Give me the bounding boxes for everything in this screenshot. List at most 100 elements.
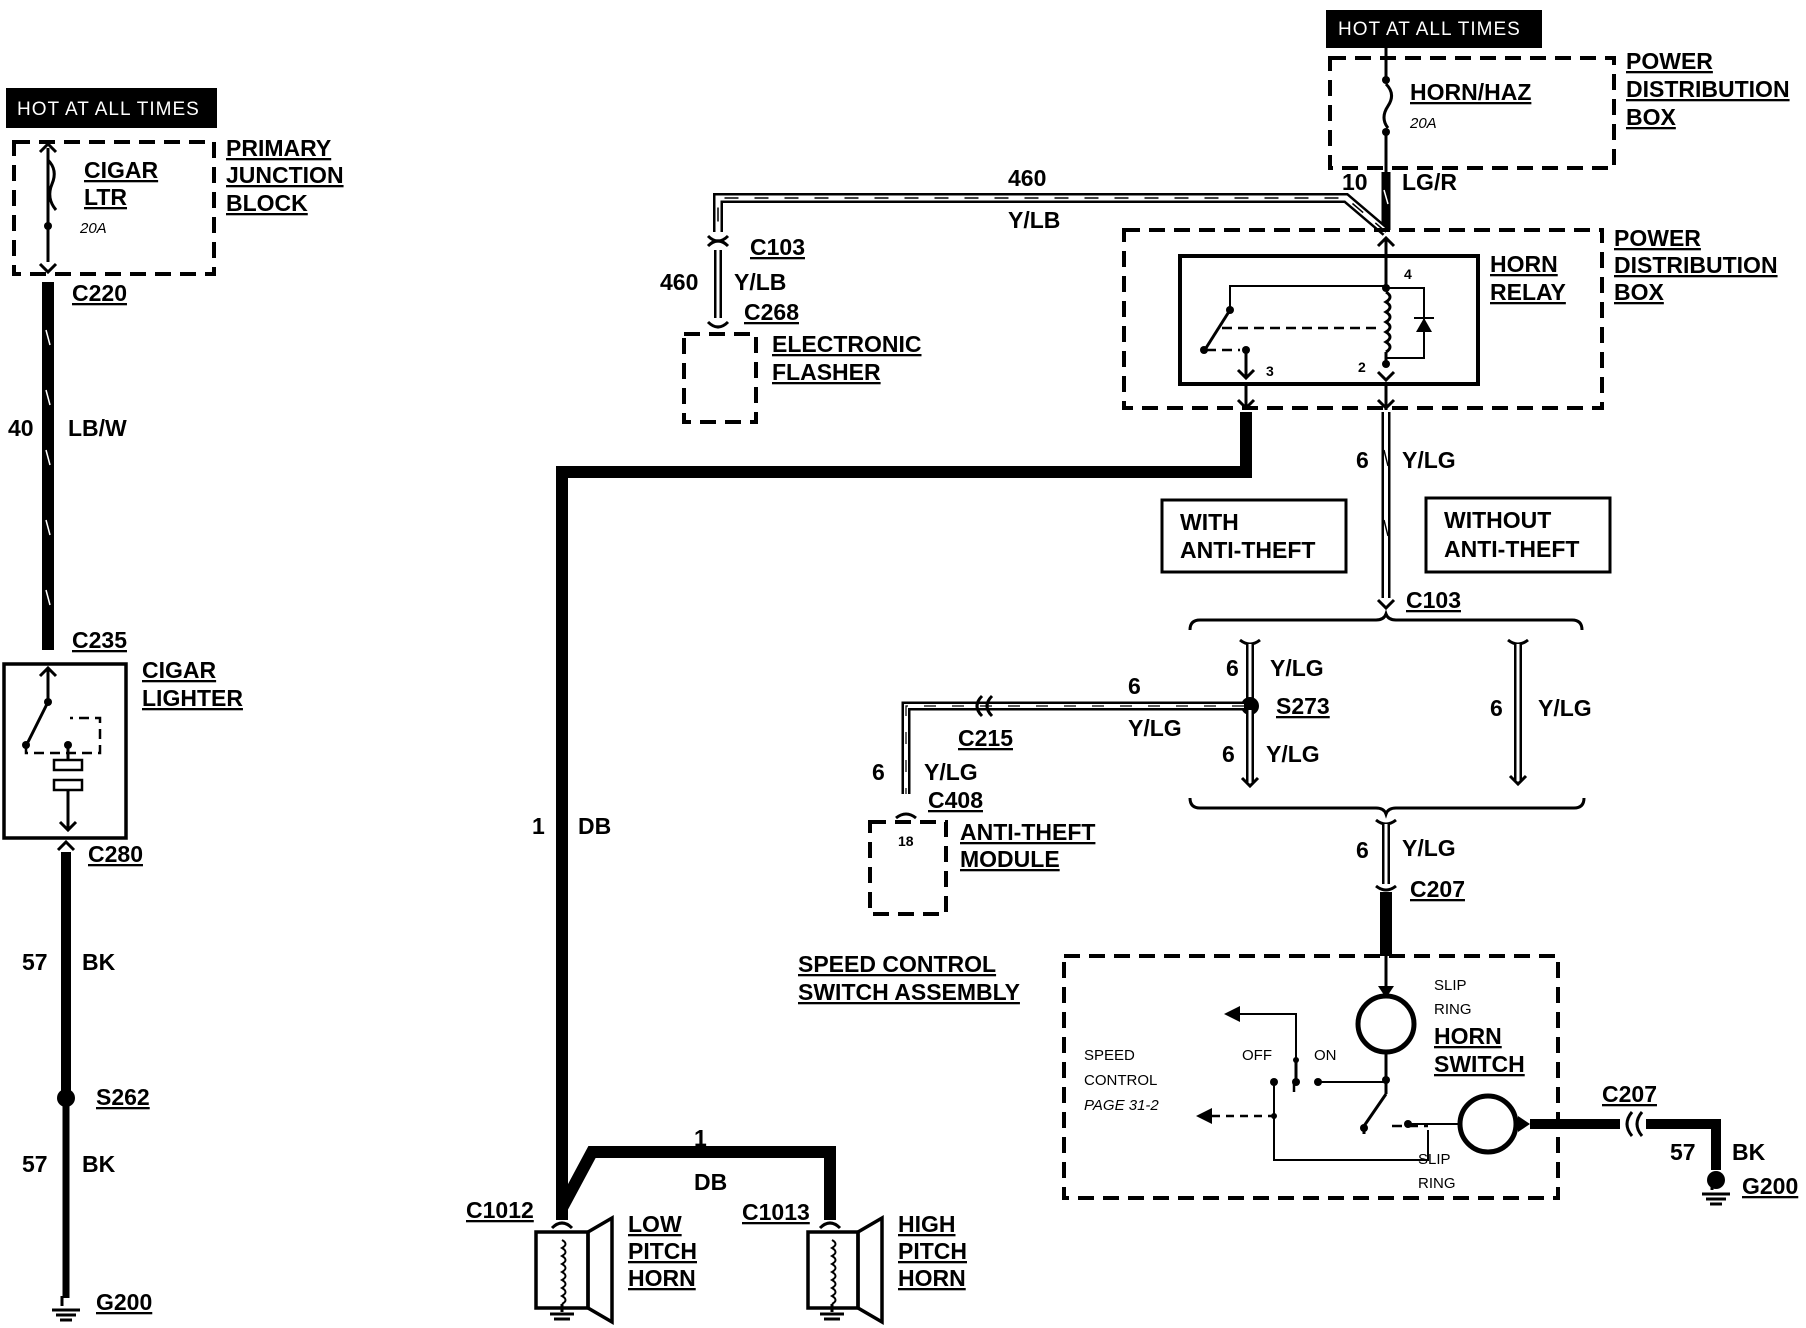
anti-theft-module-outline [868,820,948,916]
slip-ring-bottom-label-2: RING [1418,1175,1456,1192]
wire-6-relay-circuit: 6 [1356,447,1369,473]
slip-ring-bottom-icon [1457,1093,1530,1155]
connector-c408: C408 [928,787,983,813]
wire-57b-circuit: 57 [22,1151,48,1177]
wire-10-color: LG/R [1402,169,1457,195]
electronic-flasher-outline [682,332,758,424]
low-pitch-horn-label-1: LOW [628,1211,682,1237]
hot-at-all-times-banner-left [6,88,217,128]
option-bracket-bottom [1188,797,1586,819]
option-with-label-1: WITH [1180,509,1239,535]
low-pitch-horn-label-2: PITCH [628,1238,697,1264]
pdb-top-label-2: DISTRIBUTION [1626,76,1790,102]
option-with-label-2: ANTI-THEFT [1180,537,1315,563]
cigar-ltr-rating: 20A [79,220,107,237]
splice-s262: S262 [96,1084,150,1110]
horn-relay-label-1: HORN [1490,251,1558,277]
speed-control-switch-label-1: SPEED CONTROL [798,951,996,977]
pdb-relay-label-2: DISTRIBUTION [1614,252,1778,278]
high-pitch-horn-label-2: PITCH [898,1238,967,1264]
pdb-relay-label-1: POWER [1614,225,1701,251]
wire-6-without-circuit: 6 [1490,695,1503,721]
horn-relay-body [1178,254,1480,386]
connector-c268: C268 [744,299,799,325]
high-pitch-horn-label-3: HORN [898,1265,966,1291]
hot-at-all-times-label-right: HOT AT ALL TIMES [1338,19,1521,40]
anti-theft-module-label-2: MODULE [960,846,1060,872]
horn-switch-label-2: SWITCH [1434,1051,1525,1077]
cigar-ltr-fuse-icon [38,141,58,275]
horn-switch-feed-circuit: 6 Y/LG C103 WITH ANTI-THEFT WITHOUT ANTI… [868,412,1612,956]
cigar-lighter-element-icon [22,665,102,833]
wire-57-right-color: BK [1732,1139,1766,1165]
option-with-anti-theft-box [1160,498,1348,574]
wire-1-long-color: DB [578,813,611,839]
cigar-lighter-label-1: CIGAR [142,657,217,683]
wire-6-c207-color: Y/LG [1402,835,1456,861]
speed-control-on: ON [1314,1047,1337,1064]
horn-haz-fuse-area: HOT AT ALL TIMES HORN/HAZ 20A POWER DIST… [1326,10,1790,230]
wire-57a-circuit: 57 [22,949,48,975]
ground-icon-left [50,1294,82,1322]
horn-feed-circuit: 1 DB 1 DB C1012 C1013 LOW PITCH HORN HIG… [466,412,1252,1326]
wire-6-module-circuit: 6 [872,759,885,785]
high-pitch-horn-icon [806,1214,884,1326]
low-pitch-horn-icon [534,1214,614,1326]
slip-ring-top-icon [1355,956,1417,1084]
horn-haz-rating: 20A [1409,115,1437,132]
option-bracket-top [1188,609,1584,631]
connector-c103-top: C103 [750,234,805,260]
connector-c215: C215 [958,725,1013,751]
cigar-ltr-label-2: LTR [84,184,127,210]
wire-460-top-circuit: 460 [1008,165,1046,191]
wire-57a-color: BK [82,949,116,975]
speed-control-ref-3: PAGE 31-2 [1084,1097,1159,1114]
primary-junction-block-label-3: BLOCK [226,190,308,216]
horn-haz-fuse-icon [1382,48,1393,172]
horn-relay-label-2: RELAY [1490,279,1566,305]
wire-1-short-circuit: 1 [694,1125,707,1151]
wire-6-with-top-circuit: 6 [1226,655,1239,681]
high-pitch-horn-label-1: HIGH [898,1211,956,1237]
pdb-top-label-3: BOX [1626,104,1677,130]
speed-control-switch-assembly: SPEED CONTROL SWITCH ASSEMBLY SPEED CONT… [798,951,1798,1206]
flasher-circuit: 460 Y/LB C103 460 Y/LB C268 ELECTRONIC F… [660,165,1390,424]
pdb-relay-label-3: BOX [1614,279,1665,305]
option-without-anti-theft-box [1424,496,1612,574]
horn-haz-label: HORN/HAZ [1410,79,1531,105]
wire-6-with-bottom-circuit: 6 [1222,741,1235,767]
primary-junction-block-label-2: JUNCTION [226,162,344,188]
low-pitch-horn-label-3: HORN [628,1265,696,1291]
wire-10-circuit: 10 [1342,169,1368,195]
primary-junction-block-label-1: PRIMARY [226,135,331,161]
wire-6-without-color: Y/LG [1538,695,1592,721]
slip-ring-bottom-label-1: SLIP [1418,1151,1451,1168]
wire-1-db-long [556,412,1252,1220]
connector-c280: C280 [88,841,143,867]
hot-at-all-times-label-left: HOT AT ALL TIMES [17,99,200,120]
wire-6-with-top-color: Y/LG [1270,655,1324,681]
speed-control-switch-label-2: SWITCH ASSEMBLY [798,979,1020,1005]
wire-460-left-circuit: 460 [660,269,698,295]
horn-relay-coil-icon [1376,235,1434,411]
splice-s262-dot [57,1089,75,1107]
connector-c1012: C1012 [466,1197,534,1223]
wire-6-horizontal-circuit: 6 [1128,673,1141,699]
ground-g200-right: G200 [1742,1173,1798,1199]
wire-6-module-color: Y/LG [924,759,978,785]
cigar-lighter-body [2,662,128,840]
horn-relay-pin-4: 4 [1404,266,1412,282]
primary-junction-block-outline [12,140,216,276]
speed-control-off: OFF [1242,1047,1272,1064]
electronic-flasher-label-1: ELECTRONIC [772,331,922,357]
cigar-ltr-label-1: CIGAR [84,157,159,183]
horn-relay-area: 4 2 3 HORN RELAY POWER DISTRIBUTION BOX [1122,225,1778,411]
wire-460-top-color: Y/LB [1008,207,1060,233]
wire-6-c207-circuit: 6 [1356,837,1369,863]
speed-control-ref-1: SPEED [1084,1047,1135,1064]
speed-control-ref-2: CONTROL [1084,1072,1157,1089]
cigar-lighter-label-2: LIGHTER [142,685,243,711]
wire-40-lbw [42,282,54,650]
wire-1-db-short [556,1146,836,1220]
